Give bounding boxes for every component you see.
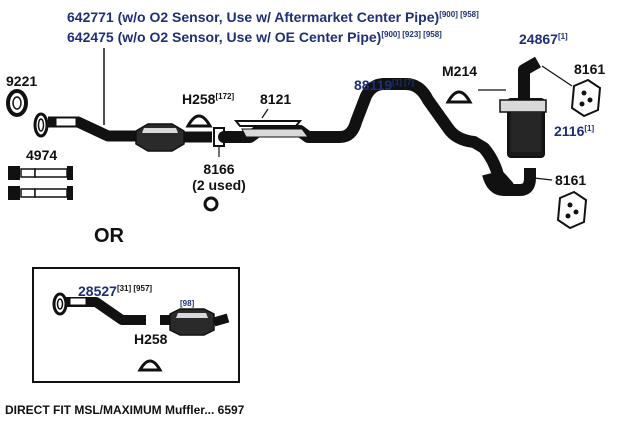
alt-catalytic-converter: [169, 308, 215, 336]
header-line-2: 642475 (w/o O2 Sensor, Use w/ OE Center …: [67, 29, 442, 45]
hanger-8161-top-icon: [570, 78, 602, 118]
part-642475-label: 642475: [67, 29, 114, 45]
part-9221-label: 9221: [6, 73, 37, 89]
part-642475-refs: [900] [923] [958]: [381, 30, 442, 39]
part-28527-label: 28527[31] [957]: [78, 283, 152, 299]
part-642771-label: 642771: [67, 9, 114, 25]
center-pipe: [218, 78, 514, 192]
header-line-1: 642771 (w/o O2 Sensor, Use w/ Aftermarke…: [67, 9, 479, 25]
part-642475-description: (w/o O2 Sensor, Use w/ OE Center Pipe): [118, 29, 382, 45]
gasket-ring-icon: [203, 196, 219, 212]
hanger-M214-icon: [445, 90, 473, 104]
part-H258-box-label: H258: [134, 331, 168, 347]
hanger-8161-bottom-icon: [556, 190, 588, 230]
part-8161-top-label: 8161: [574, 61, 605, 77]
tail-pipe-24867: [518, 56, 541, 99]
part-2116-label: 2116[1]: [554, 123, 594, 139]
alt-clamp-H258-icon: [137, 359, 163, 372]
rear-pipe: [482, 168, 536, 196]
part-M214-label: M214: [442, 63, 477, 79]
part-8166-label: 8166: [203, 161, 234, 177]
part-642771-refs: [900] [958]: [439, 10, 479, 19]
part-88119-label: 88119[1] [7]: [354, 77, 414, 93]
clamp-H258-icon: [185, 114, 213, 128]
spring-bolt-4974-icon: [8, 166, 73, 200]
footer-muffler-note: DIRECT FIT MSL/MAXIMUM Muffler... 6597: [5, 403, 245, 417]
part-8161-bottom-label: 8161: [555, 172, 586, 188]
or-label: OR: [94, 225, 125, 247]
part-H258-label: H258[172]: [182, 91, 234, 107]
part-98-ref: [98]: [180, 299, 195, 308]
part-4974-label: 4974: [26, 147, 57, 163]
part-8121-label: 8121: [260, 91, 291, 107]
part-642771-description: (w/o O2 Sensor, Use w/ Aftermarket Cente…: [118, 9, 440, 25]
part-8166-note: (2 used): [192, 177, 246, 193]
part-24867-label: 24867[1]: [519, 31, 568, 47]
